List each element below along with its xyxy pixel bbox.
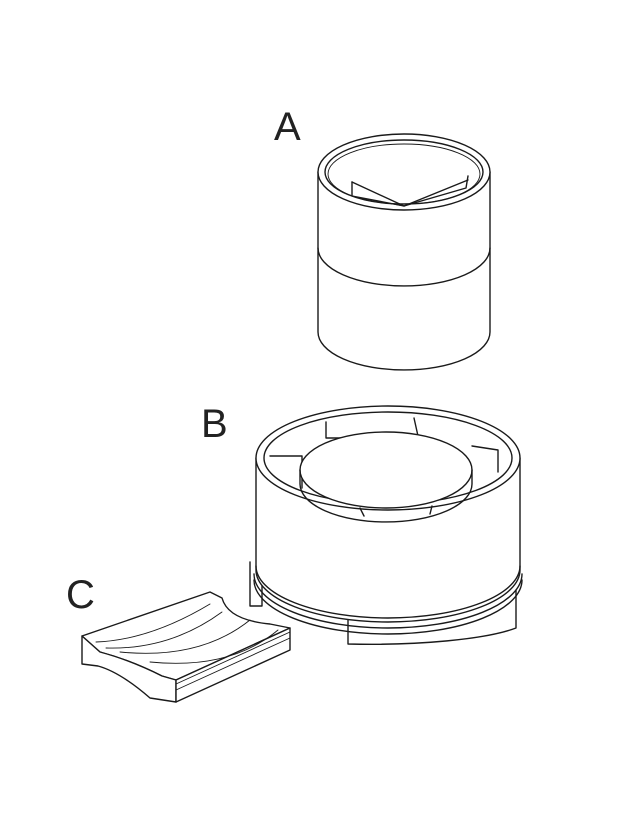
part-b-housing	[249, 405, 523, 645]
label-b: B	[201, 402, 228, 446]
label-a: A	[274, 105, 301, 149]
label-c: C	[66, 573, 95, 617]
part-a-cylinder	[317, 133, 491, 371]
part-c-cradle	[81, 591, 291, 703]
